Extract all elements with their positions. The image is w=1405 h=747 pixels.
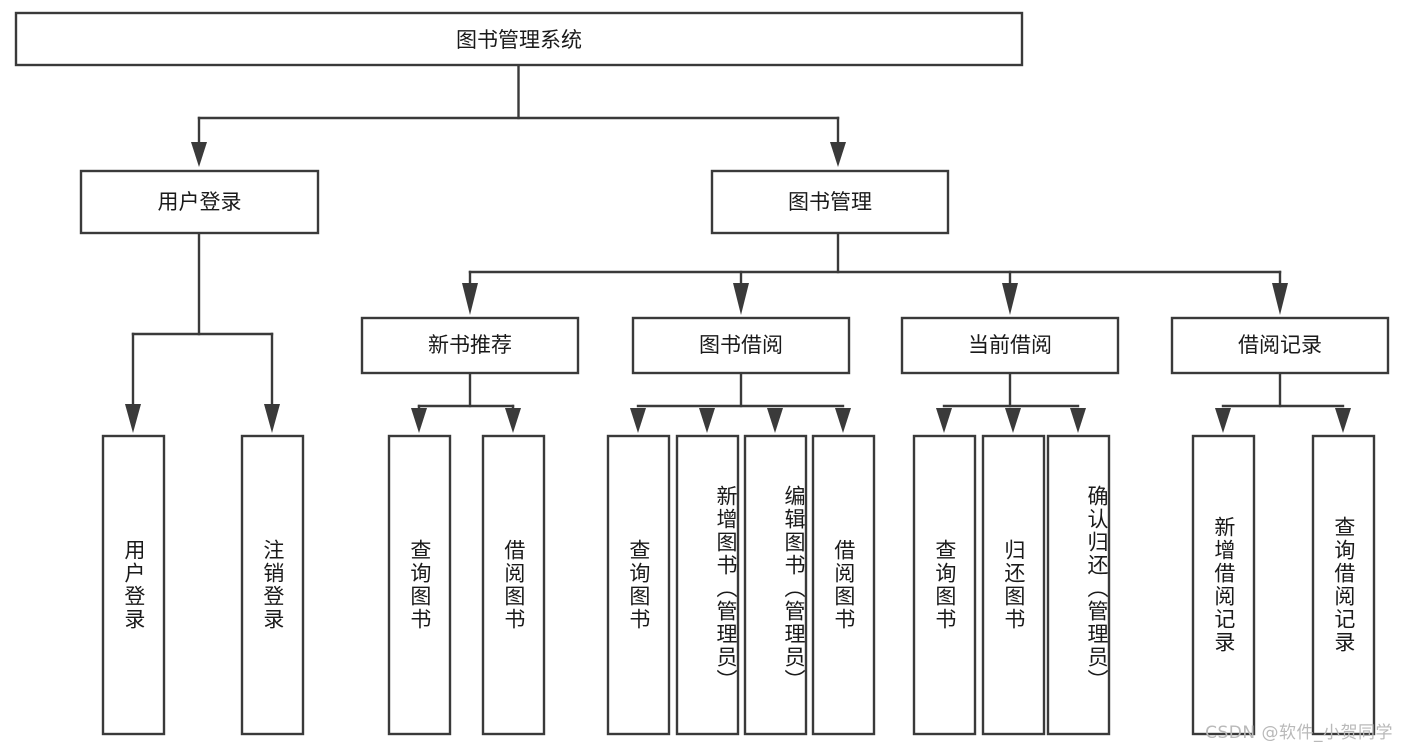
arrow-to-leaf-user-login (125, 404, 141, 433)
node-current-borrow[interactable] (900, 316, 1120, 375)
arrow-to-leaf-logout-login (264, 404, 280, 433)
node-leaf-query-record[interactable] (1311, 434, 1376, 736)
node-new-book-recommend-label: 新书推荐 (428, 333, 512, 357)
node-leaf-query-book-3[interactable] (912, 434, 977, 736)
arrow-to-leaf-add-record (1215, 408, 1231, 433)
node-leaf-borrow-book-1[interactable] (481, 434, 546, 736)
node-leaf-confirm-return[interactable] (1046, 434, 1111, 736)
node-borrow-record-label: 借阅记录 (1238, 333, 1322, 357)
node-book-borrow-label: 图书借阅 (699, 333, 783, 357)
arrow-root-to-book-management (830, 142, 846, 167)
arrow-to-leaf-confirm-return (1070, 408, 1086, 433)
node-leaf-query-book-2[interactable] (606, 434, 671, 736)
arrow-to-leaf-edit-book (767, 408, 783, 433)
arrow-to-leaf-query-book-3 (936, 408, 952, 433)
node-user-login-label: 用户登录 (158, 190, 242, 214)
node-book-management[interactable] (710, 169, 950, 235)
node-root[interactable] (14, 11, 1024, 67)
node-leaf-return-book[interactable] (981, 434, 1046, 736)
arrow-root-to-user-login (191, 142, 207, 167)
node-root-label: 图书管理系统 (456, 28, 582, 52)
node-book-borrow[interactable] (631, 316, 851, 375)
node-leaf-edit-book[interactable] (743, 434, 808, 736)
arrow-to-leaf-return-book (1005, 408, 1021, 433)
node-leaf-add-book[interactable] (675, 434, 740, 736)
arrow-to-new-book-recommend (462, 283, 478, 315)
node-leaf-logout-login[interactable] (240, 434, 305, 736)
arrow-to-current-borrow (1002, 283, 1018, 315)
arrow-to-leaf-query-record (1335, 408, 1351, 433)
node-book-management-label: 图书管理 (788, 190, 872, 214)
arrow-to-leaf-query-book-1 (411, 408, 427, 433)
node-user-login[interactable] (79, 169, 320, 235)
node-leaf-add-record[interactable] (1191, 434, 1256, 736)
node-leaf-borrow-book-2[interactable] (811, 434, 876, 736)
csdn-watermark: CSDN @软件_小贺同学 (1205, 723, 1393, 743)
arrow-to-book-borrow (733, 283, 749, 315)
node-leaf-user-login[interactable] (101, 434, 166, 736)
arrow-to-leaf-borrow-book-2 (835, 408, 851, 433)
arrow-to-leaf-borrow-book-1 (505, 408, 521, 433)
node-new-book-recommend[interactable] (360, 316, 580, 375)
node-leaf-query-book-1[interactable] (387, 434, 452, 736)
arrow-to-leaf-add-book (699, 408, 715, 433)
node-current-borrow-label: 当前借阅 (968, 333, 1052, 357)
arrow-to-leaf-query-book-2 (630, 408, 646, 433)
arrow-to-borrow-record (1272, 283, 1288, 315)
node-borrow-record[interactable] (1170, 316, 1390, 375)
